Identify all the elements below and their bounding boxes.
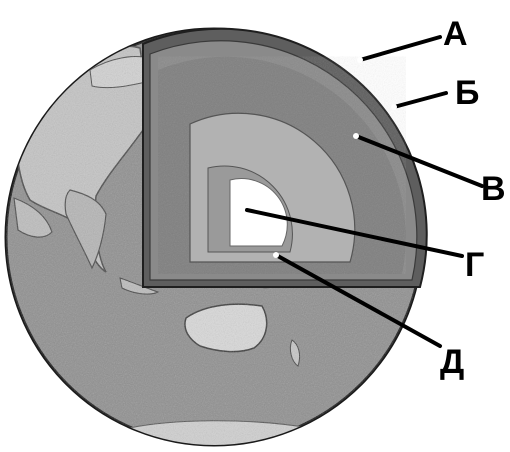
label-b: Б	[455, 74, 479, 112]
pointer-line-a	[360, 37, 440, 60]
pointer-dot-b	[391, 104, 397, 110]
pointer-dot-a	[357, 57, 363, 63]
label-g: Г	[465, 246, 484, 284]
pointer-line-b	[394, 93, 446, 107]
label-d: Д	[440, 343, 464, 381]
label-v: В	[481, 170, 506, 208]
cutaway-section	[143, 29, 427, 287]
pointer-dot-v	[353, 133, 359, 139]
label-a: А	[443, 15, 468, 53]
pointer-dot-d	[273, 252, 279, 258]
